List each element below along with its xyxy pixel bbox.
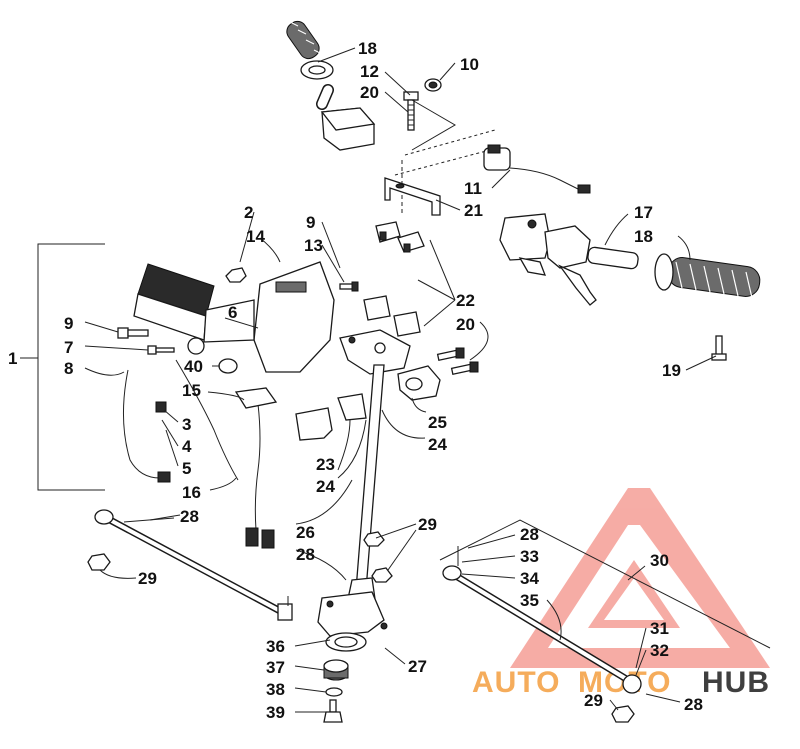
- callout-13: 13: [304, 236, 323, 255]
- callout-10: 10: [460, 55, 479, 74]
- callout-39: 39: [266, 703, 285, 722]
- callout-14: 14: [246, 227, 265, 246]
- callout-12: 12: [360, 62, 379, 81]
- callout-11: 11: [464, 179, 482, 198]
- callout-18-top: 18: [358, 39, 377, 58]
- callout-17: 17: [634, 203, 653, 222]
- callout-24-left: 24: [316, 477, 335, 496]
- guide-lines-12: [411, 99, 456, 151]
- callout-9-center: 9: [306, 213, 315, 232]
- watermark-text: AUTO MOTO HUB: [472, 666, 770, 699]
- left-switch-housing: [320, 107, 376, 151]
- nut-part-29-right: [611, 705, 635, 723]
- callout-35: 35: [520, 591, 539, 610]
- callout-29-left: 29: [138, 569, 157, 588]
- headlight-housing: [133, 261, 335, 373]
- callout-5: 5: [182, 459, 191, 478]
- bearing-part-37: [323, 659, 349, 681]
- callout-4: 4: [182, 437, 192, 456]
- steering-upper-bracket: [339, 329, 411, 375]
- callout-15: 15: [182, 381, 201, 400]
- right-grip-part-18: [654, 253, 761, 299]
- watermark-word-hub: HUB: [702, 666, 770, 699]
- watermark-logo: [510, 488, 770, 668]
- lower-bracket-part-27: [317, 591, 388, 637]
- callout-18-right: 18: [634, 227, 653, 246]
- callout-8: 8: [64, 359, 73, 378]
- callout-23: 23: [316, 455, 335, 474]
- connector-part-3: [155, 401, 167, 413]
- screw-part-2: [225, 267, 247, 283]
- callout-34: 34: [520, 569, 539, 588]
- left-grip: [286, 20, 334, 80]
- callout-32: 32: [650, 641, 669, 660]
- callout-37: 37: [266, 658, 285, 677]
- screw-part-12: [403, 91, 419, 131]
- bolt-part-7: [147, 345, 175, 355]
- switch-part-11: [483, 144, 591, 194]
- callout-2: 2: [244, 203, 253, 222]
- guide-lines-11: [394, 129, 496, 176]
- callout-38: 38: [266, 680, 285, 699]
- callout-16: 16: [182, 483, 201, 502]
- wiring-harness: [123, 359, 278, 549]
- callout-22: 22: [456, 291, 475, 310]
- callout-labels: 1 2 14 3 4 5 6 7 8 9 9 13 10 11 12 20 18…: [8, 39, 703, 722]
- callout-1: 1: [8, 349, 17, 368]
- callout-28-left: 28: [180, 507, 199, 526]
- callout-33: 33: [520, 547, 539, 566]
- right-tie-rod: [442, 546, 642, 694]
- callout-30: 30: [650, 551, 669, 570]
- callout-28-right: 28: [520, 525, 539, 544]
- callout-27: 27: [408, 657, 427, 676]
- bracket-part-21: [384, 177, 441, 216]
- watermark-word-auto: AUTO: [472, 666, 560, 699]
- throttle-tube-part-17: [587, 246, 639, 270]
- washer-part-40: [218, 358, 238, 374]
- nut-part-29-column: [363, 531, 393, 583]
- leader-lines: [84, 47, 717, 713]
- guide-lines-30: [439, 519, 771, 649]
- callout-6: 6: [228, 303, 237, 322]
- riser-clamps-part-22: [363, 221, 425, 337]
- callout-3: 3: [182, 415, 191, 434]
- left-tie-rod: [94, 509, 293, 621]
- plug-part-19: [711, 335, 727, 361]
- callout-19: 19: [662, 361, 681, 380]
- callout-20-top: 20: [360, 83, 379, 102]
- callout-31: 31: [650, 619, 669, 638]
- callout-9-left: 9: [64, 314, 73, 333]
- callout-29-right: 29: [584, 691, 603, 710]
- callout-21: 21: [464, 201, 483, 220]
- washer-part-38: [325, 687, 343, 697]
- right-control-housing: [499, 213, 597, 306]
- callout-29-center: 29: [418, 515, 437, 534]
- callout-26: 26: [296, 523, 315, 542]
- clamp-part-25: [397, 365, 441, 401]
- clamp-part-23: [295, 393, 367, 441]
- callout-25: 25: [428, 413, 447, 432]
- callout-36: 36: [266, 637, 285, 656]
- bushing-part-36: [325, 632, 367, 652]
- callout-20-mid: 20: [456, 315, 475, 334]
- callout-24-right: 24: [428, 435, 447, 454]
- bolt-part-20: [436, 347, 479, 375]
- cap-part-10: [424, 78, 442, 92]
- handlebar: [316, 84, 512, 289]
- callout-40: 40: [184, 357, 203, 376]
- group-1-bracket: [37, 243, 105, 491]
- nut-part-29-left: [87, 553, 111, 571]
- callout-7: 7: [64, 338, 73, 357]
- bolt-part-39: [323, 699, 343, 723]
- callout-28-center: 28: [296, 545, 315, 564]
- bolt-part-9-left: [117, 327, 149, 339]
- screw-part-13: [339, 281, 359, 292]
- callout-28-bottom: 28: [684, 695, 703, 714]
